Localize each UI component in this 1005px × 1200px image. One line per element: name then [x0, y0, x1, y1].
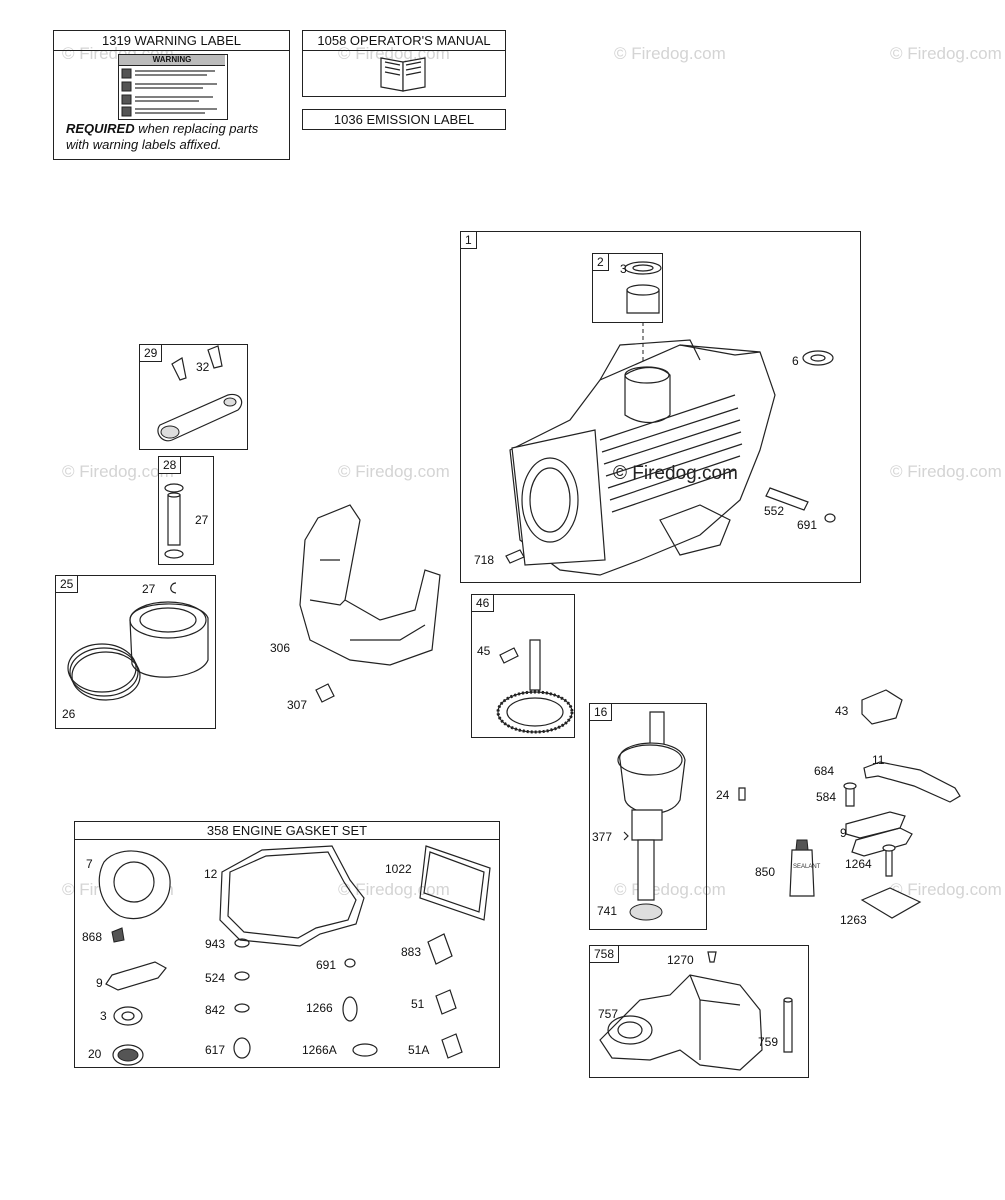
sleeve-panel: 2: [592, 253, 663, 323]
callout-9: 9: [96, 976, 103, 990]
sump-panel: 758: [589, 945, 809, 1078]
callout-943: 943: [205, 937, 226, 951]
camshaft-panel: 46: [471, 594, 575, 738]
warning-sticker-image: WARNING: [118, 54, 228, 120]
callout-7: 7: [86, 857, 93, 871]
callout-27: 27: [142, 582, 156, 596]
callout-20: 20: [88, 1047, 102, 1061]
callout-46: 46: [471, 594, 495, 612]
callout-3: 3: [100, 1009, 107, 1023]
callout-28: 28: [158, 456, 182, 474]
center-watermark: © Firedog.com: [613, 463, 738, 484]
sticker-lines: [121, 68, 217, 117]
callout-306: 306: [270, 641, 291, 655]
callout-45: 45: [477, 644, 491, 658]
callout-3: 3: [620, 262, 627, 276]
callout-377: 377: [592, 830, 613, 844]
callout-1270: 1270: [667, 953, 694, 967]
callout-850: 850: [755, 865, 776, 879]
watermark: © Firedog.com: [62, 462, 174, 481]
piston-panel: 25: [55, 575, 216, 729]
book-icon: [380, 57, 426, 92]
required-text: REQUIRED: [66, 121, 135, 136]
callout-25: 25: [55, 575, 79, 593]
callout-617: 617: [205, 1043, 226, 1057]
connecting-rod-panel: 29: [139, 344, 248, 450]
callout-27: 27: [195, 513, 209, 527]
gasket-set-title: 358 ENGINE GASKET SET: [75, 823, 499, 840]
callout-29: 29: [139, 344, 163, 362]
watermark: © Firedog.com: [890, 44, 1002, 63]
callout-16: 16: [589, 703, 613, 721]
piston-pin-panel: 28: [158, 456, 214, 565]
callout-842: 842: [205, 1003, 226, 1017]
callout-12: 12: [204, 867, 218, 881]
callout-51: 51: [411, 997, 425, 1011]
watermark: © Firedog.com: [890, 462, 1002, 481]
callout-524: 524: [205, 971, 226, 985]
callout-9: 9: [840, 826, 847, 840]
callout-11: 11: [872, 753, 885, 767]
sticker-heading: WARNING: [119, 55, 225, 66]
emission-label-title: 1036 EMISSION LABEL: [333, 112, 475, 127]
callout-691: 691: [316, 958, 337, 972]
callout-43: 43: [835, 704, 849, 718]
callout-741: 741: [597, 904, 618, 918]
callout-2: 2: [592, 253, 609, 271]
callout-1: 1: [460, 231, 477, 249]
callout-1266: 1266: [306, 1001, 333, 1015]
callout-883: 883: [401, 945, 422, 959]
callout-1022: 1022: [385, 862, 412, 876]
callout-51a: 51A: [408, 1043, 430, 1057]
warning-label-title: 1319 WARNING LABEL: [54, 32, 289, 51]
callout-757: 757: [598, 1007, 619, 1021]
emission-label-panel: 1036 EMISSION LABEL: [302, 109, 506, 130]
operators-manual-title: 1058 OPERATOR'S MANUAL: [303, 32, 505, 51]
required-note: when replacing parts: [134, 121, 259, 136]
operators-manual-panel: 1058 OPERATOR'S MANUAL: [302, 30, 506, 97]
watermark: © Firedog.com: [890, 880, 1002, 899]
watermark: © Firedog.com: [614, 44, 726, 63]
watermark: © Firedog.com: [338, 462, 450, 481]
callout-26: 26: [62, 707, 76, 721]
callout-584: 584: [816, 790, 837, 804]
callout-1264: 1264: [845, 857, 872, 871]
callout-1263: 1263: [840, 913, 867, 927]
gasket-set-panel: 358 ENGINE GASKET SET: [74, 821, 500, 1068]
callout-684: 684: [814, 764, 835, 778]
callout-759: 759: [758, 1035, 779, 1049]
callout-1266a: 1266A: [302, 1043, 337, 1057]
callout-24: 24: [716, 788, 730, 802]
crankshaft-panel: 16: [589, 703, 707, 930]
short-block-panel: 1: [460, 231, 861, 583]
callout-758: 758: [589, 945, 620, 963]
callout-6: 6: [792, 354, 799, 368]
callout-868: 868: [82, 930, 103, 944]
required-note-line2: with warning labels affixed.: [66, 137, 222, 152]
callout-691: 691: [797, 518, 818, 532]
callout-718: 718: [474, 553, 495, 567]
callout-307: 307: [287, 698, 308, 712]
callout-552: 552: [764, 504, 785, 518]
callout-32: 32: [196, 360, 210, 374]
sealant-tube-label: SEALANT: [793, 864, 821, 870]
warning-label-panel: 1319 WARNING LABEL WARNING REQUIRED when…: [53, 30, 290, 160]
